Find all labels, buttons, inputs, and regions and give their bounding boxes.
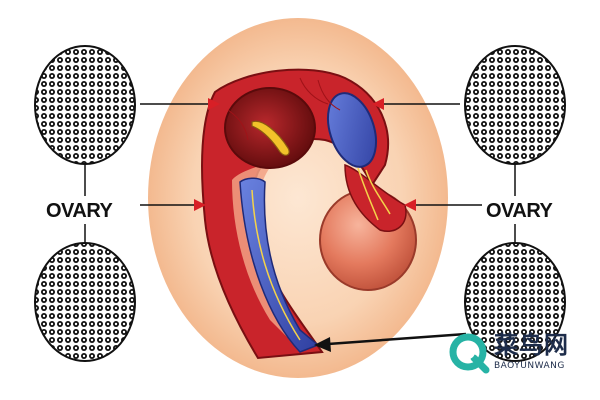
arrows <box>140 98 482 352</box>
yellow-vein-left <box>251 189 301 341</box>
blue-duct-left <box>239 177 320 353</box>
q-logo-icon <box>449 333 490 374</box>
watermark: 菜鸟网 BAOYUNWANG <box>448 330 596 380</box>
red-vessels <box>227 77 341 141</box>
blue-oval-right <box>327 92 377 168</box>
ovary-label-left: OVARY <box>46 200 113 222</box>
ovum-strand <box>251 120 290 156</box>
cell-circle-top-right <box>464 45 566 165</box>
connector-lines <box>84 164 516 243</box>
ovary-label-right: OVARY <box>486 200 553 222</box>
yellow-vein-right <box>357 167 391 221</box>
cell-circle-top-left <box>34 45 136 165</box>
watermark-brand-cn: 菜鸟网 <box>494 331 569 359</box>
cell-circle-bottom-left <box>34 242 136 362</box>
watermark-brand-en: BAOYUNWANG <box>494 361 565 371</box>
